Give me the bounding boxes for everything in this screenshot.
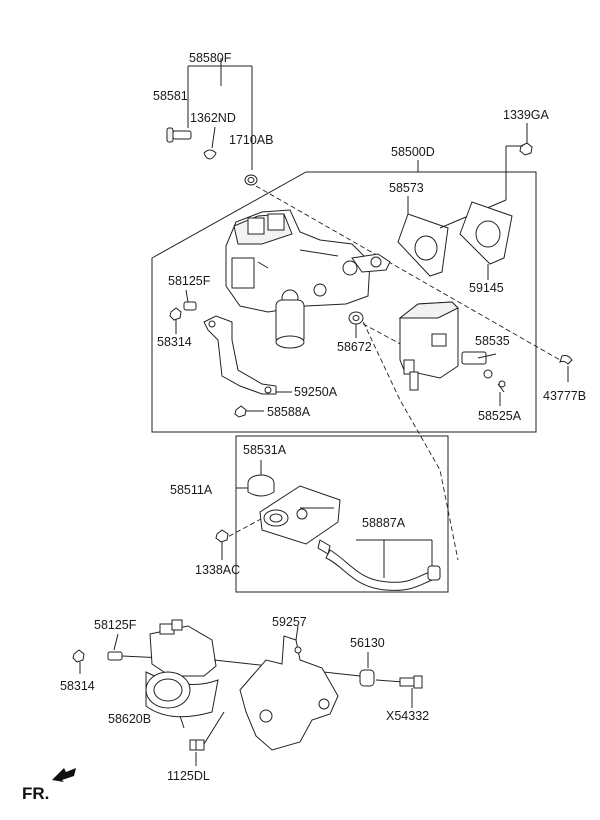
plate-59145-part — [459, 201, 513, 280]
bracket-59250A-part — [203, 315, 292, 395]
washer-58672-part — [348, 311, 364, 338]
clip-43777B-part — [559, 355, 573, 382]
nut-1339GA-part — [519, 123, 533, 156]
label-56130: 56130 — [350, 636, 385, 650]
fitting-58125F-top-part — [183, 289, 197, 311]
label-1362ND: 1362ND — [190, 111, 236, 125]
label-58535: 58535 — [475, 334, 510, 348]
bolt-1125DL-part — [189, 711, 225, 766]
nut-58314-top-part — [169, 307, 182, 334]
label-58672: 58672 — [337, 340, 372, 354]
gasket-58573-part — [397, 145, 523, 277]
label-58125F-top: 58125F — [168, 274, 211, 288]
label-59250A: 59250A — [294, 385, 338, 399]
label-58525A: 58525A — [478, 409, 522, 423]
label-58581: 58581 — [153, 89, 188, 103]
bolt-X54332-part — [375, 675, 423, 708]
front-direction-arrow — [52, 768, 76, 782]
label-1338AC: 1338AC — [195, 563, 240, 577]
label-1125DL: 1125DL — [167, 769, 210, 783]
pump-motor-58620B-part — [145, 619, 219, 729]
booster-assembly-box — [151, 160, 537, 433]
label-1710AB: 1710AB — [229, 133, 273, 147]
label-59257: 59257 — [272, 615, 307, 629]
label-58314-bottom: 58314 — [60, 679, 95, 693]
label-58620B: 58620B — [108, 712, 151, 726]
screw-58525A-part — [497, 380, 506, 406]
label-58314-top: 58314 — [157, 335, 192, 349]
label-58511A: 58511A — [170, 483, 213, 497]
front-direction-label: FR. — [22, 784, 49, 803]
clip-1362ND-part — [203, 126, 217, 160]
label-58125F-bottom: 58125F — [94, 618, 137, 632]
label-X54332: X54332 — [386, 709, 429, 723]
fitting-58581-part — [166, 100, 192, 143]
label-1339GA: 1339GA — [503, 108, 550, 122]
reservoir-58535-part — [398, 301, 497, 391]
bracket-59257-part — [239, 625, 339, 751]
label-58531A: 58531A — [243, 443, 287, 457]
bolt-58588A-part — [234, 405, 264, 418]
label-43777B: 43777B — [543, 389, 586, 403]
grommet-56130-part — [359, 652, 375, 687]
label-58588A: 58588A — [267, 405, 311, 419]
label-58500D: 58500D — [391, 145, 435, 159]
bolt-1338AC-part — [215, 529, 229, 560]
reservoir-tank-part — [259, 485, 341, 545]
hose-58887A-part — [317, 539, 441, 591]
label-58573: 58573 — [389, 181, 424, 195]
label-58580F: 58580F — [189, 51, 232, 65]
nut-58314-bottom-part — [72, 649, 85, 674]
cap-58531A-part — [247, 460, 275, 497]
oring-1710AB-part — [244, 174, 258, 186]
brake-booster-body — [225, 209, 391, 349]
label-59145: 59145 — [469, 281, 504, 295]
label-58887A: 58887A — [362, 516, 406, 530]
